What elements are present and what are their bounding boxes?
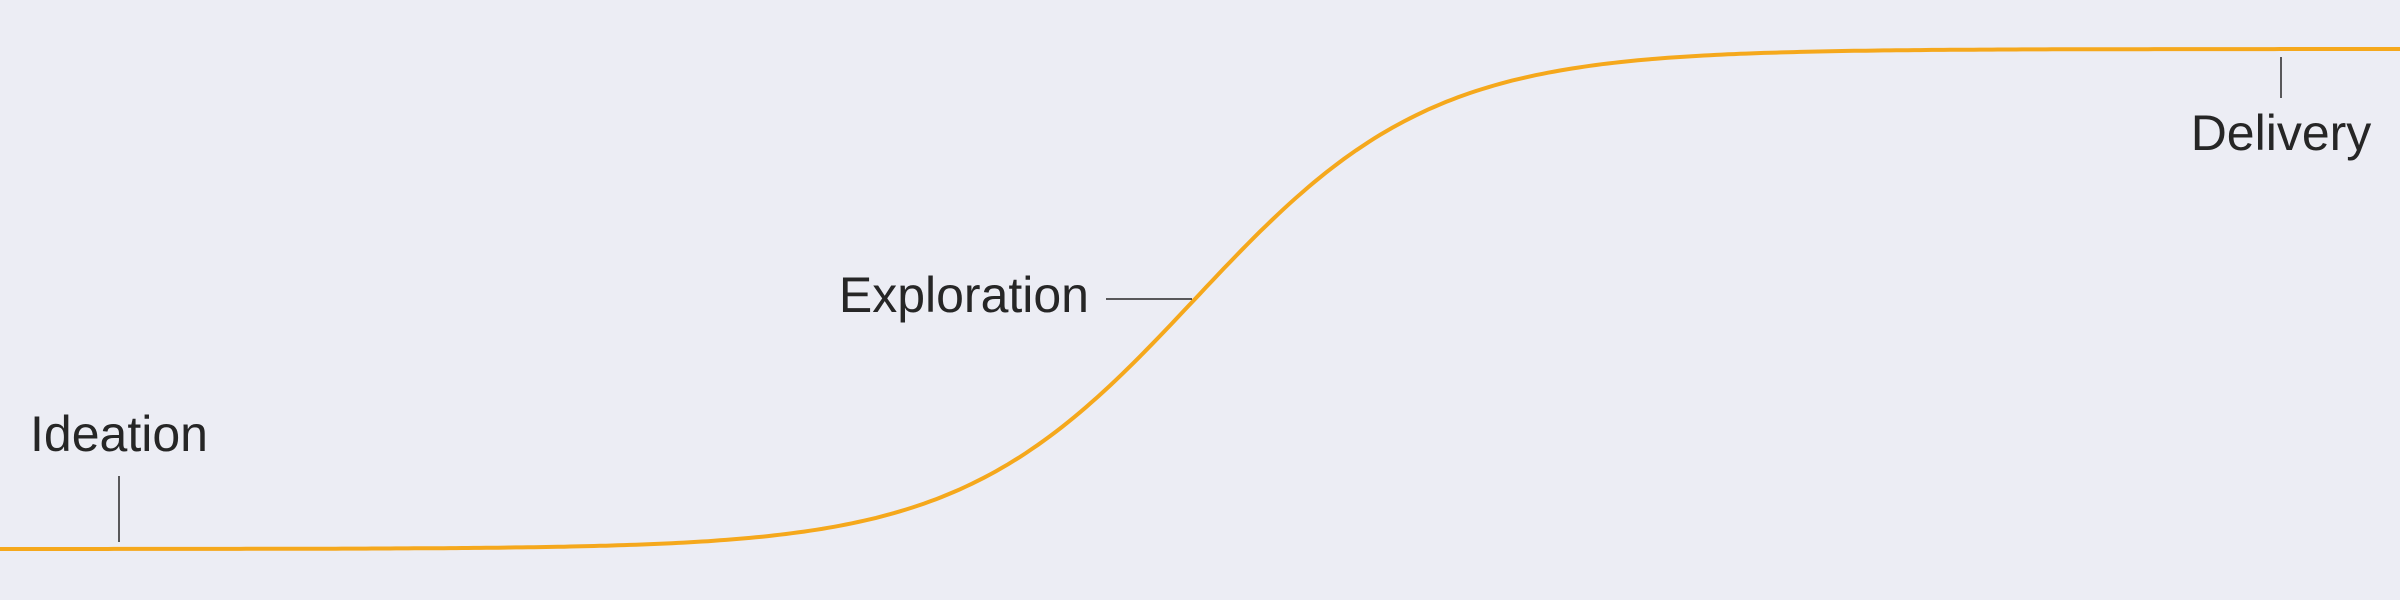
s-curve [0, 47, 2400, 551]
exploration-label: Exploration [839, 267, 1089, 323]
ideation-label: Ideation [30, 406, 208, 462]
delivery-label: Delivery [2191, 105, 2372, 161]
